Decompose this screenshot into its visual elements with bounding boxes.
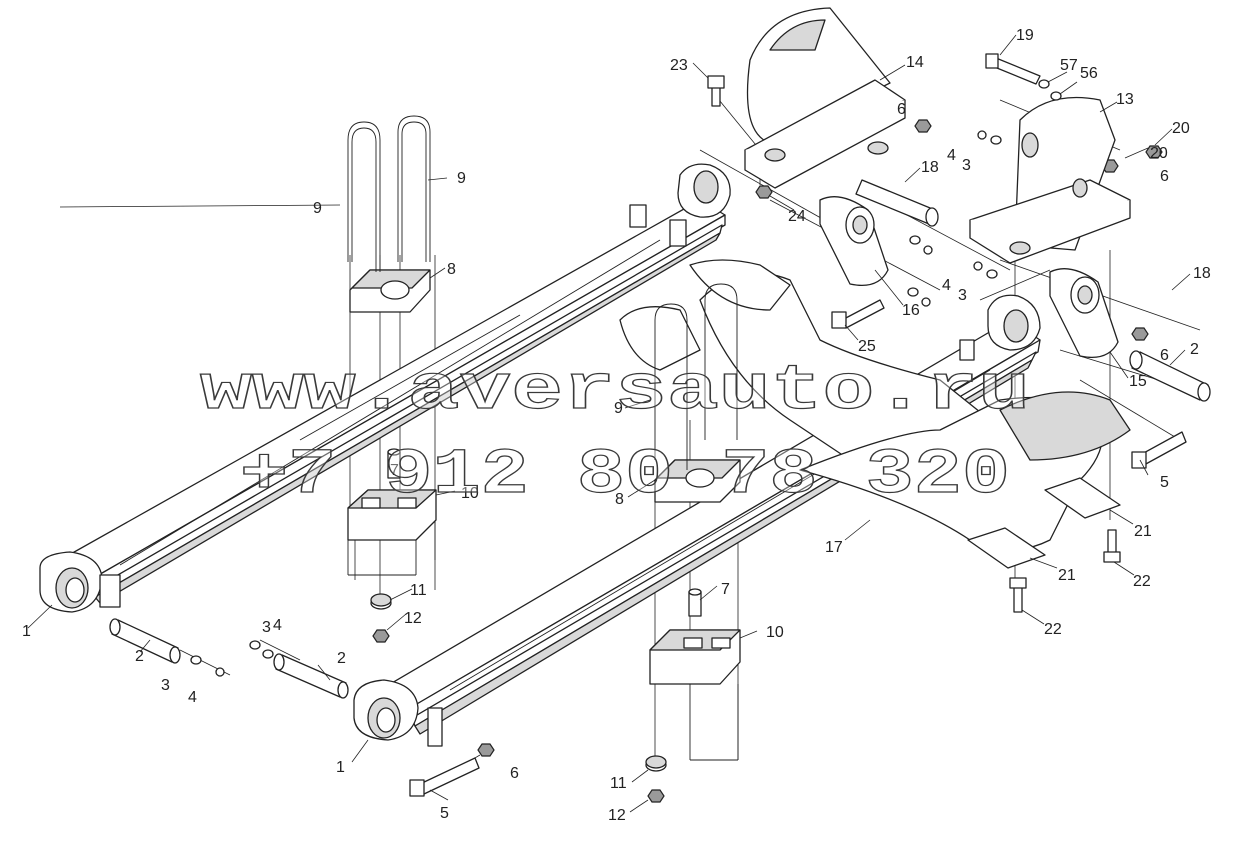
shackle-front: [819, 196, 889, 287]
front-spring-bracket: [744, 7, 906, 189]
callout: 8: [447, 261, 456, 278]
callout: 10: [461, 485, 479, 502]
nut-lower: [647, 789, 665, 803]
leaf-spring-front-eye-left: [39, 551, 103, 613]
spring-seat-upper: [349, 269, 431, 313]
callout: 6: [897, 101, 906, 118]
shackle-rear: [1049, 268, 1119, 359]
bolt-rear-right: [1131, 431, 1187, 469]
leaf-spring-rear-eye-left: [677, 163, 731, 218]
callout: 2: [337, 650, 346, 667]
small-fasteners: [755, 79, 1163, 199]
callout: 11: [610, 775, 627, 792]
callout: 18: [921, 159, 939, 176]
callout: 23: [670, 57, 688, 74]
callout: 4: [188, 689, 197, 706]
callout: 56: [1080, 65, 1098, 82]
callout: 20: [1172, 120, 1190, 137]
watermark-phone: +7 912 80 78 320: [240, 440, 1010, 512]
callout: 4: [947, 147, 956, 164]
nut-upper: [372, 629, 390, 643]
bolt-19: [985, 53, 1041, 85]
callout: 25: [858, 338, 876, 355]
callout: 9: [614, 400, 623, 417]
spring-clip-right: [427, 339, 975, 747]
spring-seat-lower: [654, 459, 741, 503]
callout: 6: [510, 765, 519, 782]
callout: 9: [313, 200, 322, 217]
washer-upper: [370, 593, 392, 610]
callout: 10: [766, 624, 784, 641]
shackle-pin-front: [855, 179, 939, 227]
callout: 15: [1129, 373, 1147, 390]
leaf-spring-front-eye-right: [353, 679, 419, 741]
callout: 3: [962, 157, 971, 174]
bolt-22-a: [1103, 529, 1121, 563]
washer-lower: [645, 755, 667, 772]
callout: 7: [721, 581, 730, 598]
washers-and-nipples: [190, 130, 1002, 677]
callout: 3: [262, 619, 271, 636]
callout: 8: [615, 491, 624, 508]
callout: 16: [902, 302, 920, 319]
bolt-22-b: [1009, 577, 1027, 613]
callout: 4: [273, 617, 282, 634]
bump-block-lower: [649, 629, 741, 761]
callout: 7: [390, 462, 399, 479]
plate-21-a: [1044, 477, 1121, 519]
callout: 2: [135, 648, 144, 665]
balance-axle-housing: [619, 259, 1131, 551]
callout: 20: [1150, 145, 1168, 162]
callout: 1: [22, 623, 31, 640]
callout: 12: [608, 807, 626, 824]
callout: 22: [1044, 621, 1062, 638]
callout-labels: 1 1 2 2 2 3 3 3 3 4 4 4 4 5 5 6 6 6 6 7 …: [22, 27, 1211, 824]
spring-pin-rear: [1129, 350, 1211, 402]
callout: 57: [1060, 57, 1078, 74]
leader-lines: [27, 34, 1191, 813]
watermark-url: www.aversauto.ru: [200, 356, 1030, 428]
callout: 6: [1160, 347, 1169, 364]
callout: 2: [1190, 341, 1199, 358]
callout: 21: [1134, 523, 1152, 540]
callout: 21: [1058, 567, 1076, 584]
watermark: www.aversauto.ru +7 912 80 78 320: [199, 355, 1030, 512]
spring-pin-front-left: [109, 618, 181, 664]
callout: 14: [906, 54, 924, 71]
bolt-25: [831, 299, 885, 329]
callout: 1: [336, 759, 345, 776]
leaf-spring-rear-eye-right: [987, 294, 1041, 351]
rear-spring-bracket: [969, 96, 1131, 264]
plate-21-b: [967, 527, 1046, 569]
callout: 4: [942, 277, 951, 294]
callout: 18: [1193, 265, 1211, 282]
left-leaf-spring: [59, 199, 726, 604]
callout: 19: [1016, 27, 1034, 44]
callout: 24: [788, 208, 806, 225]
callout: 22: [1133, 573, 1151, 590]
bump-block-upper: [347, 489, 437, 576]
bolt-front-right: [409, 757, 480, 797]
callout: 13: [1116, 91, 1134, 108]
callout: 5: [1160, 474, 1169, 491]
callout: 11: [410, 582, 427, 599]
callout: 12: [404, 610, 422, 627]
callout: 3: [958, 287, 967, 304]
callout: 6: [1160, 168, 1169, 185]
spring-clip-left: [99, 204, 687, 608]
spring-pin-front-right: [273, 653, 349, 699]
callout: 17: [825, 539, 843, 556]
u-bolts-lower: [654, 283, 738, 470]
center-bolt-upper: [387, 448, 401, 479]
callout: 5: [440, 805, 449, 822]
callout: 9: [457, 170, 466, 187]
center-bolt-lower: [688, 588, 702, 617]
bolt-23: [707, 75, 725, 107]
u-bolts-upper: [347, 115, 431, 272]
callout: 3: [161, 677, 170, 694]
